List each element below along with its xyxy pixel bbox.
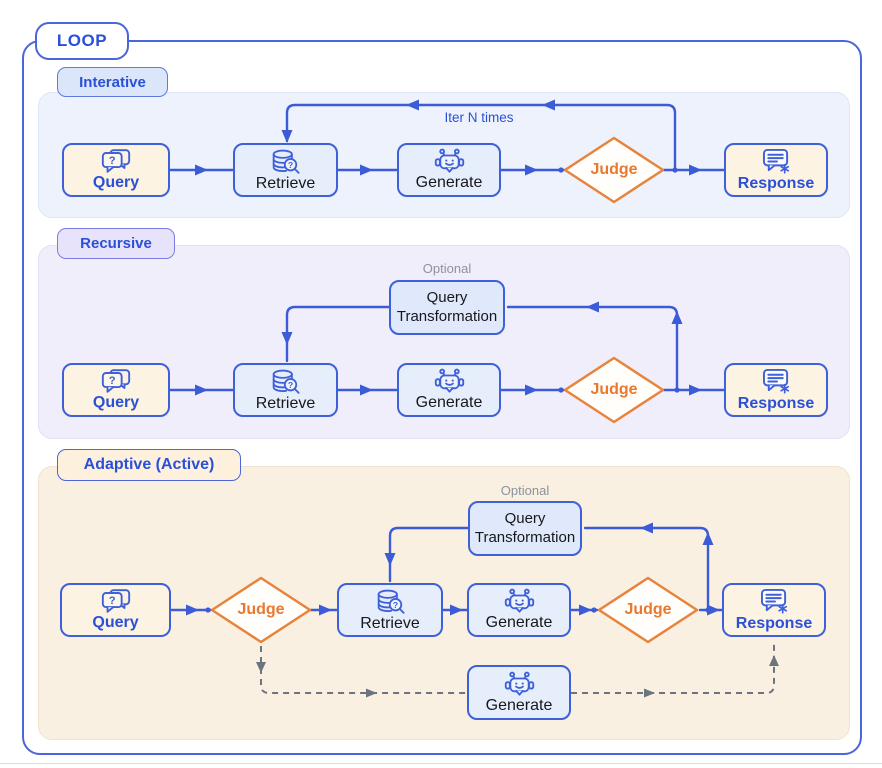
- panel-title-recursive: Recursive: [57, 228, 175, 259]
- judge-label: Judge: [237, 601, 285, 618]
- node-query-recursive: Query: [62, 363, 170, 417]
- robot-icon: [504, 588, 534, 613]
- node-generate-iterative: Generate: [397, 143, 501, 197]
- node-label: Response: [735, 614, 813, 632]
- database-search-icon: [272, 149, 300, 174]
- node-label: Generate: [415, 394, 483, 412]
- node-label: Query: [92, 614, 139, 632]
- node-retrieve-recursive: Retrieve: [233, 363, 338, 417]
- judge-label: Judge: [590, 381, 638, 398]
- node-judge-recursive: Judge: [562, 355, 666, 425]
- question-chat-bubbles-icon: [101, 149, 131, 173]
- node-label: Retrieve: [255, 174, 316, 192]
- node-label: Query Transformation: [474, 509, 576, 546]
- node-retrieve-iterative: Retrieve: [233, 143, 338, 197]
- node-label: Response: [737, 174, 815, 192]
- robot-icon: [434, 148, 464, 173]
- window-bottom-edge: [0, 763, 882, 764]
- node-label: Generate: [485, 696, 553, 714]
- node-response-recursive: Response: [724, 363, 828, 417]
- node-retrieve-adaptive: Retrieve: [337, 583, 443, 637]
- node-response-adaptive: Response: [722, 583, 826, 637]
- question-chat-bubbles-icon: [101, 369, 131, 393]
- node-query-transformation-adaptive: Query Transformation: [468, 501, 582, 556]
- node-label: Retrieve: [360, 614, 420, 632]
- database-search-icon: [272, 369, 300, 394]
- robot-icon: [434, 368, 464, 393]
- node-label: Response: [737, 394, 815, 412]
- node-generate-adaptive: Generate: [467, 583, 571, 637]
- panel-title-adaptive: Adaptive (Active): [57, 449, 241, 481]
- optional-note-recursive: Optional: [422, 261, 472, 276]
- node-query-adaptive: Query: [60, 583, 171, 637]
- node-generate-fallback-adaptive: Generate: [467, 665, 571, 720]
- node-label: Query: [92, 174, 140, 192]
- robot-icon: [504, 671, 534, 696]
- optional-note-adaptive: Optional: [500, 483, 550, 498]
- judge-label: Judge: [590, 161, 638, 178]
- node-label: Retrieve: [255, 394, 316, 412]
- chat-snowflake-icon: [760, 588, 787, 614]
- loop-title: LOOP: [56, 31, 108, 50]
- iter-n-times-note: Iter N times: [444, 110, 514, 125]
- node-label: Generate: [485, 614, 553, 632]
- judge-label: Judge: [624, 601, 672, 618]
- panel-title-iterative: Interative: [57, 67, 168, 97]
- node-label: Generate: [415, 174, 483, 192]
- node-response-iterative: Response: [724, 143, 828, 197]
- chat-snowflake-icon: [762, 148, 789, 174]
- chat-snowflake-icon: [762, 368, 789, 394]
- panel-recursive: [38, 245, 850, 439]
- node-label: Query: [92, 394, 140, 412]
- node-judge-pre-adaptive: Judge: [209, 575, 313, 645]
- node-judge-iterative: Judge: [562, 135, 666, 205]
- node-query-transformation-recursive: Query Transformation: [389, 280, 505, 335]
- node-judge-post-adaptive: Judge: [596, 575, 700, 645]
- loop-title-pill: LOOP: [35, 22, 129, 60]
- question-chat-bubbles-icon: [101, 589, 130, 613]
- node-generate-recursive: Generate: [397, 363, 501, 417]
- node-label: Query Transformation: [396, 288, 498, 325]
- panel-adaptive: [38, 466, 850, 740]
- database-search-icon: [377, 589, 405, 614]
- node-query-iterative: Query: [62, 143, 170, 197]
